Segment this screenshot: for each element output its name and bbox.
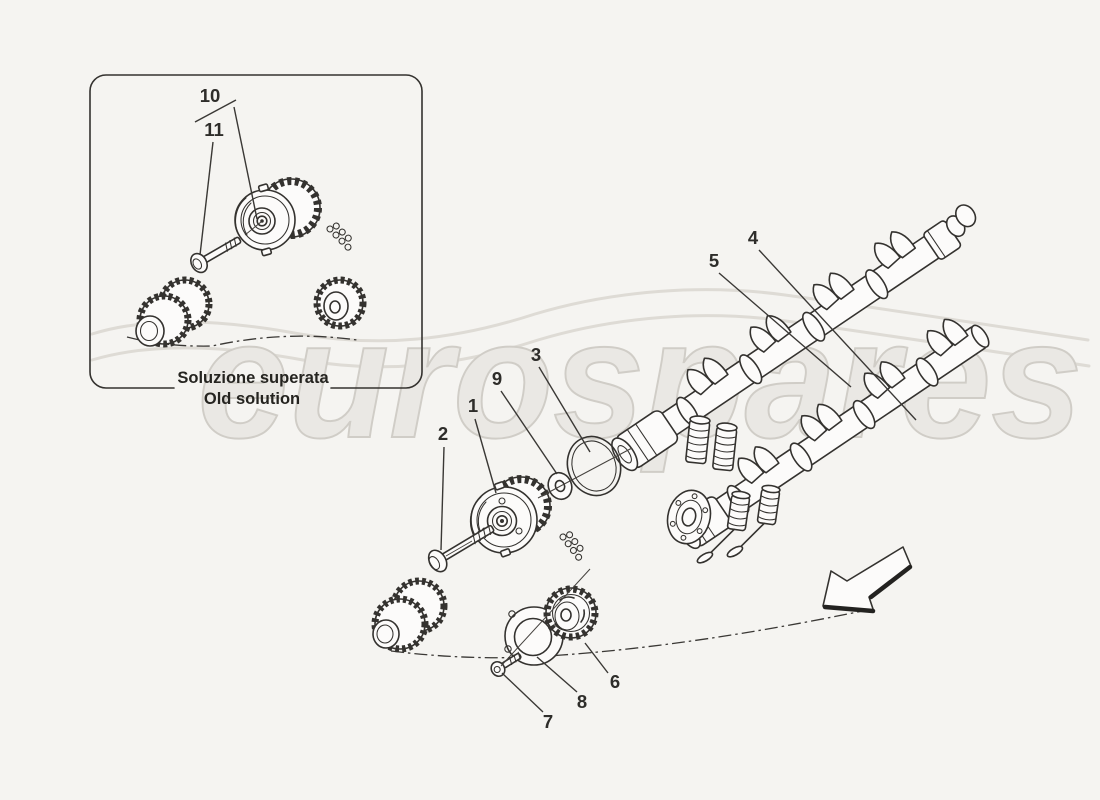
callout-3-label: 3 xyxy=(531,344,541,365)
inset-axis-line xyxy=(244,221,262,236)
inset-border xyxy=(89,74,423,389)
leader-line-3 xyxy=(538,366,591,453)
inset-crankshaft-sprocket xyxy=(135,276,213,348)
callout-6-label: 6 xyxy=(610,671,620,692)
inset-timing-gear xyxy=(313,276,367,330)
callout-4-label: 4 xyxy=(748,227,759,248)
callout-10-11-tick xyxy=(194,99,237,123)
timing-variator xyxy=(469,475,552,558)
inset-bolt xyxy=(190,236,242,274)
leader-line-2 xyxy=(440,446,445,551)
assembly-axis-line xyxy=(445,447,633,557)
callout-5-label: 5 xyxy=(709,250,719,271)
callout-10-label: 10 xyxy=(200,85,221,106)
callouts: 10 11 1 2 3 4 5 6 7 8 9 xyxy=(194,85,917,732)
valve xyxy=(696,490,751,564)
leader-line-1 xyxy=(474,418,497,494)
leader-line-7 xyxy=(501,672,544,713)
callout-7-label: 7 xyxy=(543,711,553,732)
leader-line-5 xyxy=(718,272,852,388)
timing-gear xyxy=(543,585,599,641)
leader-line-6 xyxy=(584,642,609,674)
callout-1-label: 1 xyxy=(468,395,478,416)
valve xyxy=(726,484,781,558)
leader-line-9 xyxy=(500,390,558,475)
leader-line-8 xyxy=(536,656,578,693)
camshaft-upper xyxy=(611,204,977,472)
inset-caption-italian: Soluzione superata xyxy=(177,369,329,387)
inset-variator xyxy=(234,177,322,257)
gear-axis-line xyxy=(500,568,591,667)
callout-11-label: 11 xyxy=(204,119,224,140)
valve-spring xyxy=(711,421,739,472)
callout-9-label: 9 xyxy=(492,368,502,389)
leader-line-10 xyxy=(233,106,258,220)
callout-8-label: 8 xyxy=(577,691,587,712)
inset-caption-english: Old solution xyxy=(204,390,300,408)
old-solution-inset: Soluzione superata Old solution xyxy=(89,74,423,408)
crankshaft-sprocket xyxy=(371,577,448,653)
camshaft-end-flange xyxy=(666,489,712,545)
valve-spring xyxy=(684,414,712,465)
leader-line-11 xyxy=(199,141,214,256)
leader-line-4 xyxy=(758,249,917,421)
watermark-swoosh xyxy=(90,288,1091,369)
direction-arrow xyxy=(822,546,913,614)
callout-2-label: 2 xyxy=(438,423,448,444)
